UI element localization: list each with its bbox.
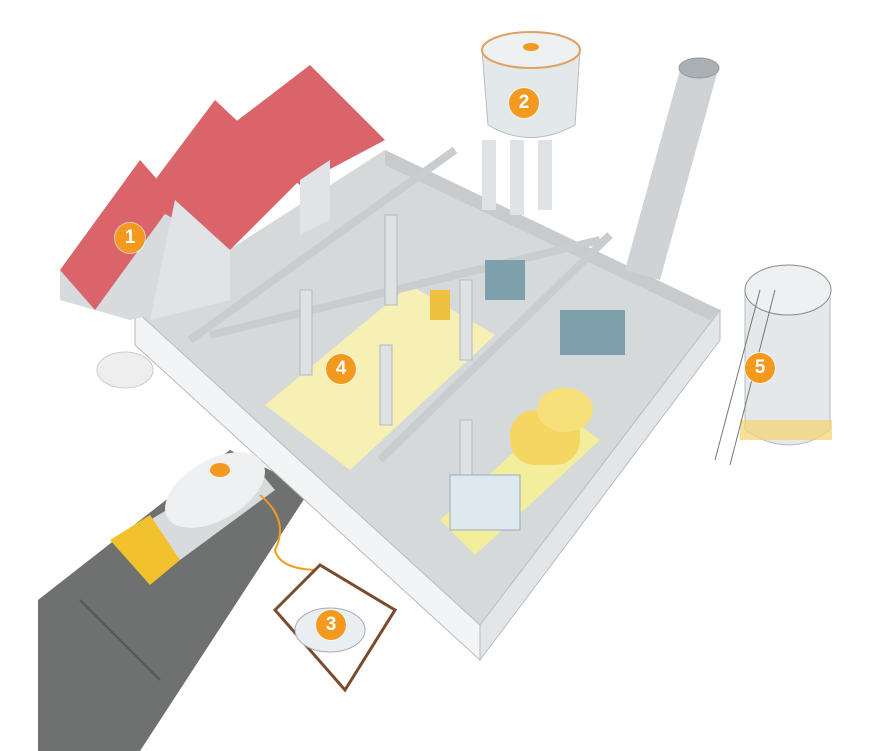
marker-3[interactable]: 3 (316, 610, 346, 640)
generator (449, 388, 593, 531)
marker-2[interactable]: 2 (509, 88, 539, 118)
tanker-truck (110, 452, 321, 585)
silo (714, 264, 832, 466)
roof-trusses (187, 146, 613, 463)
chimney (625, 57, 720, 280)
control-cabinets (485, 260, 625, 355)
road (38, 450, 310, 751)
forklift (430, 290, 450, 320)
water-tower (481, 31, 581, 215)
marker-5[interactable]: 5 (745, 353, 775, 383)
marker-1[interactable]: 1 (115, 223, 145, 253)
marker-4[interactable]: 4 (326, 354, 356, 384)
back-wall (385, 150, 720, 320)
front-wall-right (479, 308, 721, 662)
